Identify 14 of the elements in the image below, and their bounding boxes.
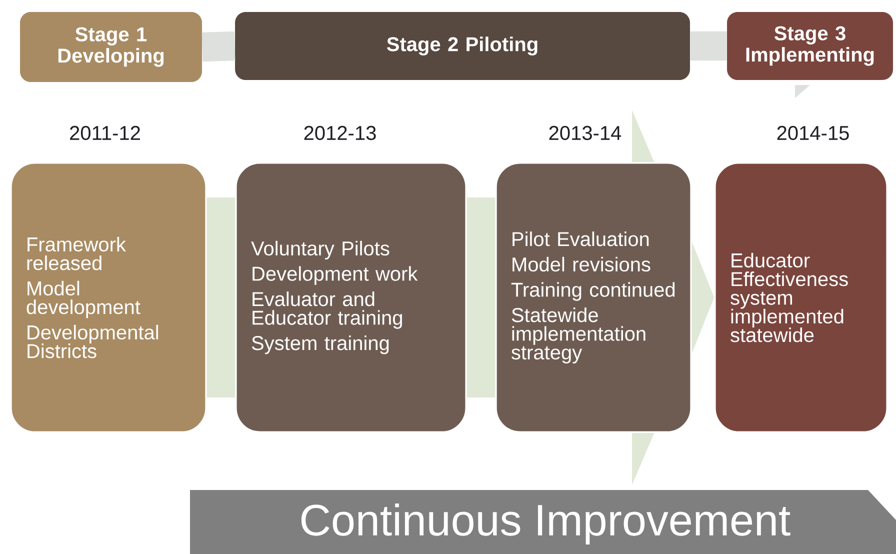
- year-label: 2012-13: [304, 126, 376, 140]
- connector-bar: [202, 31, 236, 62]
- connector-bar: [690, 31, 727, 61]
- stage-box: Pilot Evaluation Model revisions Training continued Statewide implementation strategy: [495, 162, 692, 433]
- stage-header: Stage 2 Piloting: [235, 12, 690, 80]
- year-label: 2014-15: [777, 126, 849, 140]
- stage-box: Voluntary Pilots Development work Evaluator and Educator training System training: [235, 162, 467, 433]
- stage-box: Framework released Model development Developmental Districts: [10, 162, 207, 433]
- year-label: 2013-14: [549, 126, 622, 140]
- block-arrow: [692, 242, 714, 354]
- year-label: 2011-12: [70, 126, 140, 140]
- stage-box: Educator Effectiveness system implemented statewide: [714, 162, 888, 433]
- stage-header: Stage 3 Implementing: [727, 12, 893, 80]
- stage-header: Stage 1 Developing: [20, 12, 202, 82]
